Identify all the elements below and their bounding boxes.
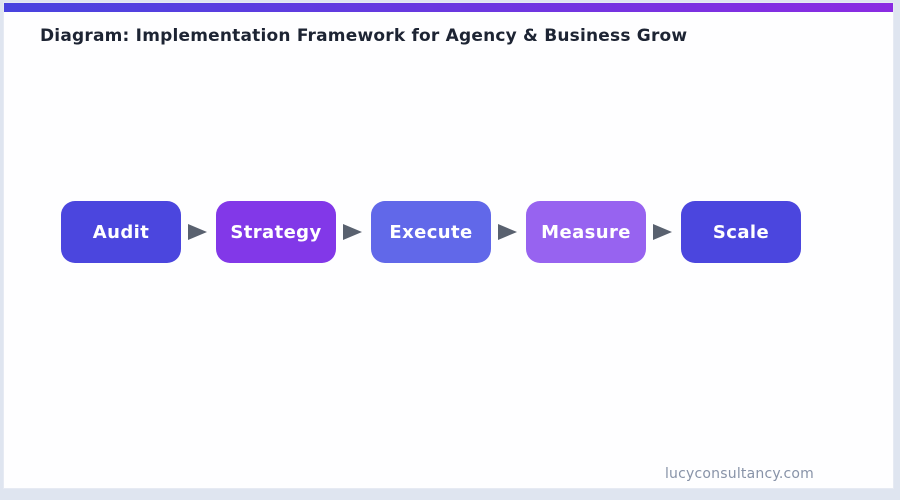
arrow-right-icon [343, 224, 362, 240]
flow-diagram: Audit Strategy Execute Measure Scale [61, 201, 801, 263]
arrow-right-icon [188, 224, 207, 240]
arrow-right-icon [653, 224, 672, 240]
flow-step-scale: Scale [681, 201, 801, 263]
flow-step-strategy: Strategy [216, 201, 336, 263]
flow-step-audit: Audit [61, 201, 181, 263]
flow-step-label: Scale [712, 221, 770, 243]
diagram-card: Diagram: Implementation Framework for Ag… [3, 2, 894, 489]
diagram-title: Diagram: Implementation Framework for Ag… [40, 26, 688, 46]
flow-step-label: Measure [541, 221, 631, 243]
arrow-right-icon [498, 224, 517, 240]
flow-step-label: Strategy [230, 221, 322, 243]
footer-website-text: lucyconsultancy.com [664, 466, 814, 482]
flow-step-label: Audit [92, 221, 150, 243]
top-accent-bar [4, 3, 893, 12]
flow-step-measure: Measure [526, 201, 646, 263]
flow-step-label: Execute [389, 221, 473, 243]
flow-step-execute: Execute [371, 201, 491, 263]
